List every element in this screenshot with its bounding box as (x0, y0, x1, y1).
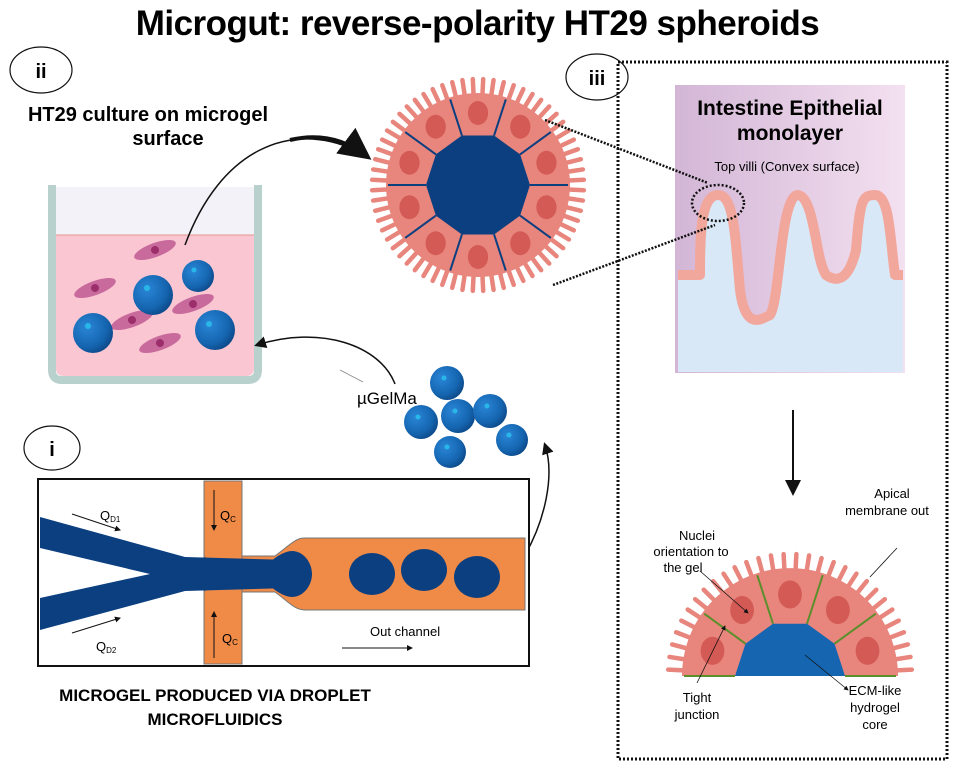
nucleus (510, 231, 531, 256)
hydrogel-core (735, 623, 845, 676)
spheroid (369, 76, 587, 294)
nuclei-label-line1: Nuclei (679, 528, 715, 543)
microgel-label: µGelMa (357, 389, 417, 408)
cell-junction (449, 234, 463, 271)
apical-label-line1: Apical (874, 486, 910, 501)
qd1-label: QD1 (100, 508, 121, 524)
out-channel-label: Out channel (370, 624, 440, 639)
qd1-arrow (71, 513, 121, 532)
panel-ii-heading-line2: surface (132, 128, 203, 150)
cell-junction (806, 574, 824, 625)
half-spheroid-labels: Apical membrane out Nuclei orientation t… (653, 486, 929, 732)
cell-junction (756, 574, 774, 625)
nucleus (778, 580, 802, 609)
nucleus (467, 101, 489, 125)
zoom-line-bottom (552, 223, 716, 287)
microgel-beads-in-well (73, 260, 235, 353)
villi-highlight-circle (690, 183, 746, 223)
qc-bottom-label: QC (222, 631, 238, 647)
monolayer-panel: Intestine Epithelial monolayer Top villi… (675, 85, 905, 373)
microfluidic-chip (37, 478, 530, 667)
ecm-label-line2: hydrogel (850, 700, 900, 715)
hydrogel-core (426, 135, 530, 235)
arrow-channel-to-microgel (524, 442, 554, 556)
badge-ii: ii (9, 46, 73, 94)
cell-junction (493, 234, 507, 271)
arrow-microgel-to-well (254, 336, 396, 385)
qd2-arrow (71, 616, 121, 634)
ecm-label-line3: core (862, 717, 887, 732)
badge-ii-label: ii (35, 61, 46, 83)
nucleus (467, 245, 489, 269)
badge-i-label: i (49, 439, 55, 461)
nucleus (425, 231, 446, 256)
cell-junction (519, 131, 552, 156)
cell-junction (404, 214, 437, 239)
nucleus (536, 150, 557, 175)
badge-i: i (23, 425, 81, 471)
tight-junction-label-line1: Tight (683, 690, 712, 705)
cell-layer (682, 568, 898, 676)
apical-pointer (869, 547, 898, 578)
ht29-cells (74, 240, 214, 353)
figure-title: Microgut: reverse-polarity HT29 spheroid… (135, 4, 820, 43)
cell-junction (519, 214, 552, 239)
cell-junction (493, 99, 507, 136)
caption-line1: MICROGEL PRODUCED VIA DROPLET (59, 686, 371, 705)
nucleus (536, 195, 557, 220)
cell-junction (449, 99, 463, 136)
qc-top-label: QC (220, 508, 236, 524)
arrow-culture-to-spheroid (289, 127, 372, 160)
badge-iii-label: iii (589, 68, 606, 90)
microgel-pointer (339, 369, 364, 383)
villi-label: Top villi (Convex surface) (714, 159, 859, 174)
nuclei-label-line3: the gel (663, 560, 702, 575)
nucleus (826, 596, 850, 625)
cell-junction (404, 131, 437, 156)
nuclei-pointer (699, 570, 749, 614)
nuclei-label-line2: orientation to (653, 544, 728, 559)
badge-iii: iii (565, 53, 629, 101)
ecm-label-line1: ECM-like (849, 683, 902, 698)
nucleus (425, 114, 446, 139)
panel-iii-border (616, 60, 949, 761)
zoom-line-top (544, 118, 709, 185)
half-spheroid (665, 551, 915, 677)
monolayer-title-line1: Intestine Epithelial (697, 97, 883, 120)
qd2-label: QD2 (96, 639, 117, 655)
tight-junction-label-line2: junction (674, 707, 720, 722)
nucleus (510, 114, 531, 139)
nucleus (399, 150, 420, 175)
caption-line2: MICROFLUIDICS (147, 710, 282, 729)
tight-junction-pointer (696, 625, 726, 684)
microgel-cluster (404, 366, 528, 468)
arrow-culture-to-spheroid-thin (184, 138, 356, 246)
ecm-pointer (804, 654, 849, 691)
apical-label-line2: membrane out (845, 503, 929, 518)
nucleus (855, 636, 880, 665)
monolayer-title-line2: monolayer (737, 122, 843, 145)
cell-junction (833, 612, 877, 645)
nucleus (399, 195, 420, 220)
panel-ii-heading-line1: HT29 culture on microgel (28, 104, 268, 126)
